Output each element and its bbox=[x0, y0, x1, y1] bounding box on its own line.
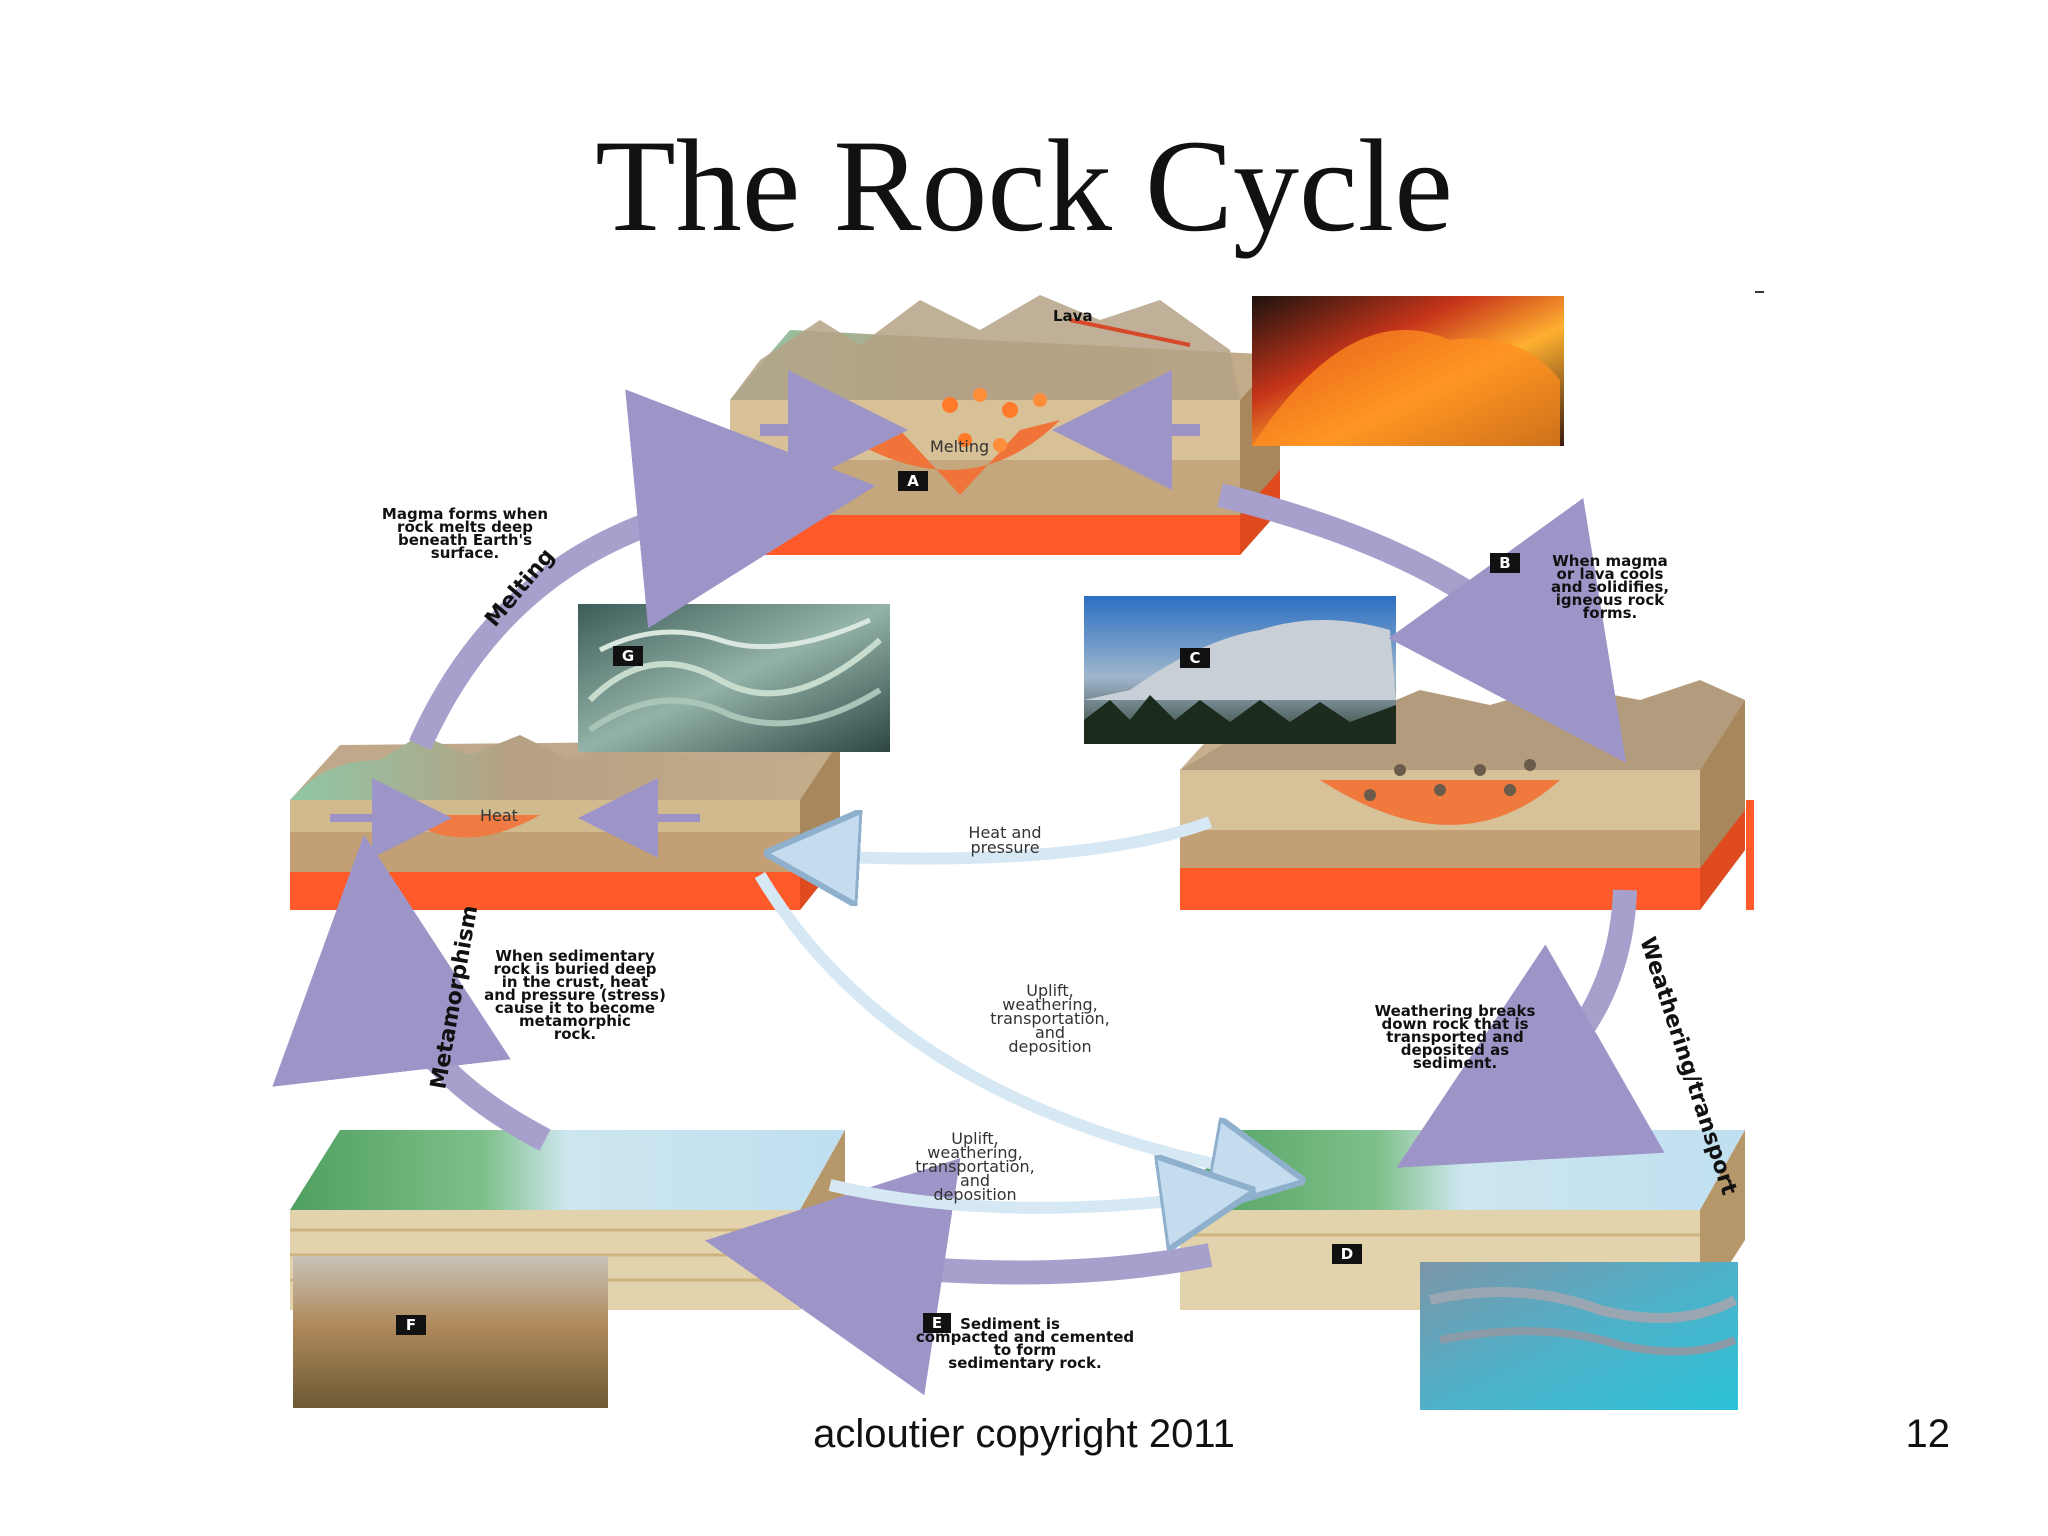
svg-text:and: and bbox=[960, 1171, 990, 1190]
svg-text:F: F bbox=[406, 1316, 416, 1334]
svg-text:cause it to become: cause it to become bbox=[495, 999, 655, 1017]
metamorphism-arrow bbox=[272, 834, 551, 1151]
svg-text:rock melts deep: rock melts deep bbox=[397, 518, 533, 536]
svg-text:forms.: forms. bbox=[1583, 604, 1638, 622]
text-sediment: Sediment is compacted and cemented to fo… bbox=[916, 1315, 1134, 1372]
svg-text:E: E bbox=[932, 1314, 942, 1332]
svg-text:transportation,: transportation, bbox=[990, 1009, 1109, 1028]
badge-c: C bbox=[1180, 648, 1210, 668]
svg-text:weathering,: weathering, bbox=[1002, 995, 1097, 1014]
svg-text:down rock that is: down rock that is bbox=[1381, 1015, 1528, 1033]
melting-arrow bbox=[409, 389, 876, 750]
lava-glow bbox=[1252, 330, 1560, 446]
label-heat: Heat bbox=[480, 806, 518, 825]
svg-text:When sedimentary: When sedimentary bbox=[495, 947, 654, 965]
text-metamorphic: When sedimentary rock is buried deep in … bbox=[484, 947, 666, 1043]
svg-text:transportation,: transportation, bbox=[915, 1157, 1034, 1176]
svg-text:C: C bbox=[1189, 649, 1200, 667]
page-number: 12 bbox=[1905, 1412, 1951, 1456]
text-uplift-center: Uplift, weathering, transportation, and … bbox=[990, 981, 1109, 1056]
cooling-arrow bbox=[1217, 483, 1627, 763]
svg-text:compacted and cemented: compacted and cemented bbox=[916, 1328, 1134, 1346]
block-g-metamorphic bbox=[290, 735, 840, 910]
svg-text:deposited as: deposited as bbox=[1401, 1041, 1509, 1059]
svg-text:Weathering breaks: Weathering breaks bbox=[1375, 1002, 1536, 1020]
svg-text:D: D bbox=[1341, 1245, 1353, 1263]
badge-d: D bbox=[1332, 1244, 1362, 1264]
svg-text:and solidifies,: and solidifies, bbox=[1551, 578, 1669, 596]
svg-text:and: and bbox=[1035, 1023, 1065, 1042]
folded-rock-photo bbox=[578, 604, 890, 752]
badge-b: B bbox=[1490, 553, 1520, 573]
text-magma: Magma forms when rock melts deep beneath… bbox=[382, 505, 548, 562]
text-uplift-bottom: Uplift, weathering, transportation, and … bbox=[915, 1129, 1034, 1204]
svg-text:Uplift,: Uplift, bbox=[1026, 981, 1073, 1000]
edge-strip bbox=[1746, 800, 1754, 910]
badge-a: A bbox=[898, 471, 928, 491]
dome-rock bbox=[1084, 620, 1396, 700]
svg-text:transported and: transported and bbox=[1386, 1028, 1524, 1046]
uplift-bottom-arrow bbox=[828, 1185, 1220, 1208]
svg-text:Sediment is: Sediment is bbox=[960, 1315, 1060, 1333]
weathering-arrow bbox=[1396, 889, 1665, 1168]
text-heat-pressure: Heat and pressure bbox=[968, 823, 1041, 857]
svg-text:A: A bbox=[907, 472, 919, 490]
svg-text:sediment.: sediment. bbox=[1413, 1054, 1497, 1072]
compaction-arrow bbox=[705, 1158, 1213, 1396]
svg-text:B: B bbox=[1499, 554, 1510, 572]
svg-text:and pressure (stress): and pressure (stress) bbox=[484, 986, 666, 1004]
svg-text:pressure: pressure bbox=[970, 838, 1039, 857]
svg-text:weathering,: weathering, bbox=[927, 1143, 1022, 1162]
label-lava: Lava bbox=[1053, 307, 1093, 325]
svg-text:Uplift,: Uplift, bbox=[951, 1129, 998, 1148]
svg-text:rock is buried deep: rock is buried deep bbox=[494, 960, 657, 978]
heat-pressure-arrow bbox=[800, 822, 1213, 859]
svg-text:When magma: When magma bbox=[1552, 552, 1668, 570]
svg-text:surface.: surface. bbox=[431, 544, 499, 562]
page-title: The Rock Cycle bbox=[595, 112, 1453, 259]
text-igneous: When magma or lava cools and solidifies,… bbox=[1551, 552, 1669, 622]
svg-text:G: G bbox=[622, 647, 634, 665]
svg-text:Heat and: Heat and bbox=[968, 823, 1041, 842]
arrow-label-metamorphism: Metamorphism bbox=[426, 903, 483, 1091]
svg-text:or lava cools: or lava cools bbox=[1557, 565, 1664, 583]
svg-text:rock.: rock. bbox=[554, 1025, 596, 1043]
svg-text:to form: to form bbox=[994, 1341, 1057, 1359]
forest-silhouette bbox=[1084, 695, 1396, 744]
badge-f: F bbox=[396, 1315, 426, 1335]
svg-text:deposition: deposition bbox=[933, 1185, 1016, 1204]
svg-text:igneous rock: igneous rock bbox=[1556, 591, 1665, 609]
svg-text:sedimentary rock.: sedimentary rock. bbox=[948, 1354, 1101, 1372]
block-a-melting bbox=[730, 295, 1280, 555]
badge-e: E bbox=[923, 1313, 951, 1333]
svg-text:in the crust, heat: in the crust, heat bbox=[502, 973, 648, 991]
svg-text:beneath Earth's: beneath Earth's bbox=[398, 531, 532, 549]
text-weathering: Weathering breaks down rock that is tran… bbox=[1375, 1002, 1536, 1072]
badge-g: G bbox=[613, 646, 643, 666]
svg-text:Magma forms when: Magma forms when bbox=[382, 505, 548, 523]
copyright-footer: acloutier copyright 2011 bbox=[813, 1412, 1235, 1456]
canyon-photo bbox=[293, 1256, 608, 1408]
label-melting-small: Melting bbox=[930, 437, 989, 456]
svg-text:deposition: deposition bbox=[1008, 1037, 1091, 1056]
svg-text:metamorphic: metamorphic bbox=[519, 1012, 631, 1030]
